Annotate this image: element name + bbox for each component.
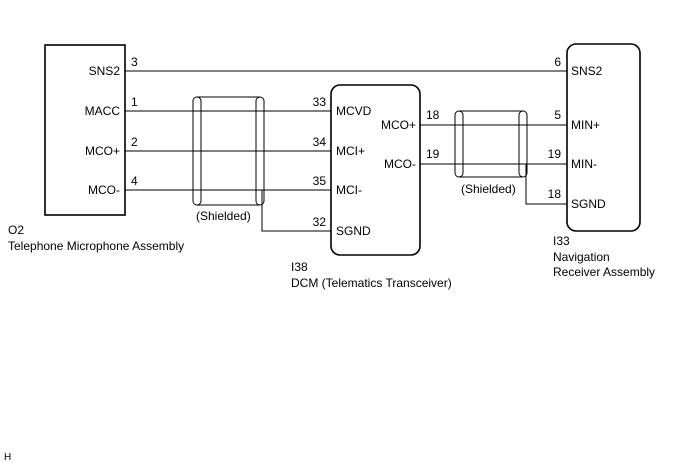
i38-code: I38 bbox=[291, 260, 308, 274]
i38-pin-number: 35 bbox=[313, 174, 327, 188]
shield-label: (Shielded) bbox=[196, 209, 251, 223]
i38-pin-label: MCO- bbox=[384, 157, 416, 171]
i33-name-line2: Receiver Assembly bbox=[553, 265, 655, 279]
component-i38-box bbox=[330, 84, 421, 256]
i38-name: DCM (Telematics Transceiver) bbox=[291, 276, 452, 290]
o2-code: O2 bbox=[8, 223, 24, 237]
i38-pin-number: 32 bbox=[313, 215, 327, 229]
i33-pin-label: MIN+ bbox=[571, 118, 600, 132]
i33-pin-number: 5 bbox=[554, 108, 561, 122]
i38-pin-number: 19 bbox=[426, 147, 440, 161]
component-i33-box bbox=[566, 43, 641, 232]
corner-mark: H bbox=[4, 452, 11, 463]
component-o2-box bbox=[44, 44, 126, 216]
i33-pin-number: 6 bbox=[554, 55, 561, 69]
shield-left bbox=[192, 96, 265, 206]
o2-pin-number: 3 bbox=[131, 55, 138, 69]
i38-pin-number: 18 bbox=[426, 108, 440, 122]
o2-pin-number: 2 bbox=[131, 135, 138, 149]
i38-pin-label: MCI- bbox=[336, 183, 362, 197]
i33-pin-label: MIN- bbox=[571, 157, 597, 171]
i38-pin-label: MCO+ bbox=[381, 118, 416, 132]
o2-pin-number: 4 bbox=[131, 174, 138, 188]
wire-shield-ground-i33 bbox=[525, 164, 567, 205]
shield-label: (Shielded) bbox=[461, 182, 516, 196]
wire-shield-ground-i38 bbox=[261, 190, 331, 232]
shield-right bbox=[454, 110, 528, 178]
i33-pin-label: SGND bbox=[571, 197, 606, 211]
i38-pin-number: 34 bbox=[313, 135, 327, 149]
i33-pin-label: SNS2 bbox=[571, 64, 603, 78]
i38-pin-label: MCVD bbox=[336, 104, 372, 118]
i33-name-line1: Navigation bbox=[553, 250, 610, 264]
i38-pin-label: SGND bbox=[336, 224, 371, 238]
i38-pin-label: MCI+ bbox=[336, 144, 365, 158]
i33-pin-number: 18 bbox=[548, 187, 562, 201]
o2-name: Telephone Microphone Assembly bbox=[8, 239, 184, 253]
o2-pin-label: MCO+ bbox=[85, 144, 120, 158]
i33-pin-number: 19 bbox=[548, 147, 562, 161]
i33-code: I33 bbox=[553, 234, 570, 248]
o2-pin-number: 1 bbox=[131, 95, 138, 109]
i38-pin-number: 33 bbox=[313, 95, 327, 109]
o2-pin-label: SNS2 bbox=[89, 64, 121, 78]
o2-pin-label: MACC bbox=[85, 104, 121, 118]
o2-pin-label: MCO- bbox=[88, 183, 120, 197]
